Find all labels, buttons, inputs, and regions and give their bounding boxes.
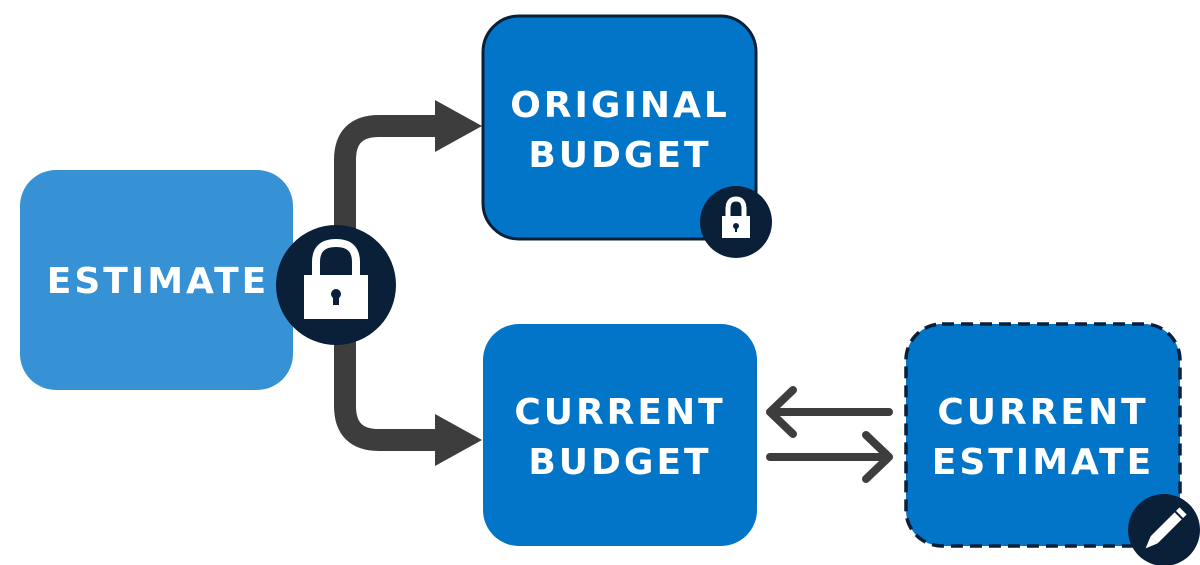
arrowhead-to-current-budget: [435, 414, 482, 466]
original-budget-label-line1: ORIGINAL: [510, 85, 730, 126]
current-budget-label-line1: CURRENT: [514, 392, 725, 433]
arrow-left: [766, 386, 893, 438]
current-estimate-node: CURRENT ESTIMATE: [904, 322, 1182, 548]
lock-icon: [276, 225, 396, 345]
current-estimate-label-line2: ESTIMATE: [932, 442, 1155, 483]
pencil-icon: [1128, 494, 1200, 565]
arrow-right: [766, 431, 893, 483]
original-budget-label-line2: BUDGET: [528, 135, 711, 176]
estimate-label: ESTIMATE: [47, 261, 270, 302]
arrowhead-to-original-budget: [435, 100, 482, 152]
lock-icon: [700, 186, 772, 258]
branch-connector: [334, 100, 482, 466]
original-budget-node: ORIGINAL BUDGET: [481, 14, 758, 241]
current-budget-node: CURRENT BUDGET: [483, 324, 757, 546]
estimate-node: ESTIMATE: [20, 170, 293, 390]
current-budget-label-line2: BUDGET: [528, 442, 711, 483]
current-estimate-label-line1: CURRENT: [937, 392, 1148, 433]
sync-arrows: [766, 386, 893, 483]
